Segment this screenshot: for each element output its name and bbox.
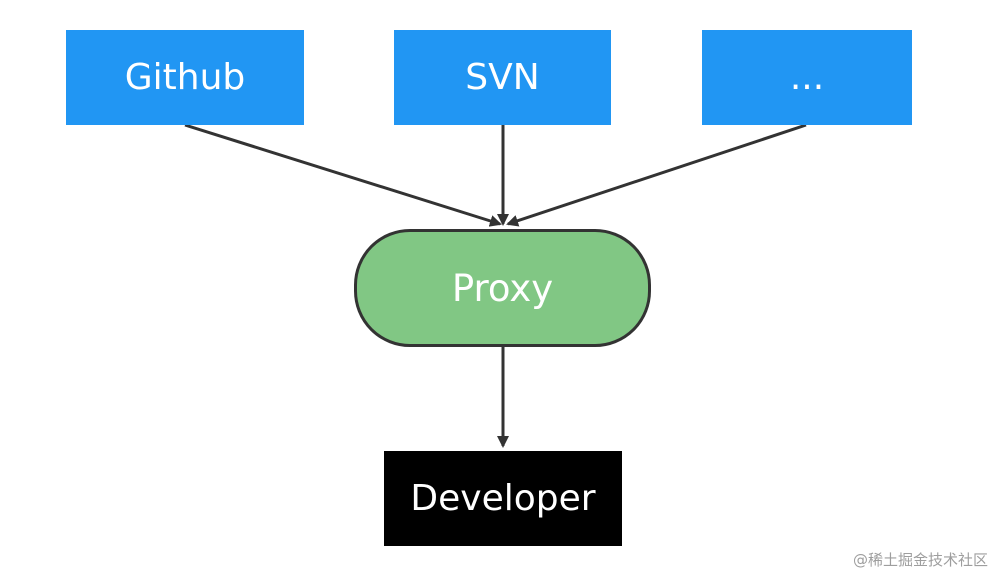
node-developer: Developer (384, 451, 622, 546)
node-proxy: Proxy (354, 229, 651, 347)
node-github: Github (66, 30, 304, 125)
watermark: @稀土掘金技术社区 (852, 551, 988, 569)
node-proxy-label: Proxy (451, 266, 554, 310)
node-svn: SVN (394, 30, 611, 125)
node-developer-label: Developer (410, 478, 596, 519)
edge-github-to-proxy (184, 123, 502, 227)
node-more-label: ... (789, 57, 825, 98)
node-svn-label: SVN (465, 57, 540, 98)
edge-more-to-proxy (506, 123, 807, 227)
edges-group (184, 123, 807, 448)
node-github-label: Github (124, 57, 246, 98)
node-more: ... (702, 30, 912, 125)
